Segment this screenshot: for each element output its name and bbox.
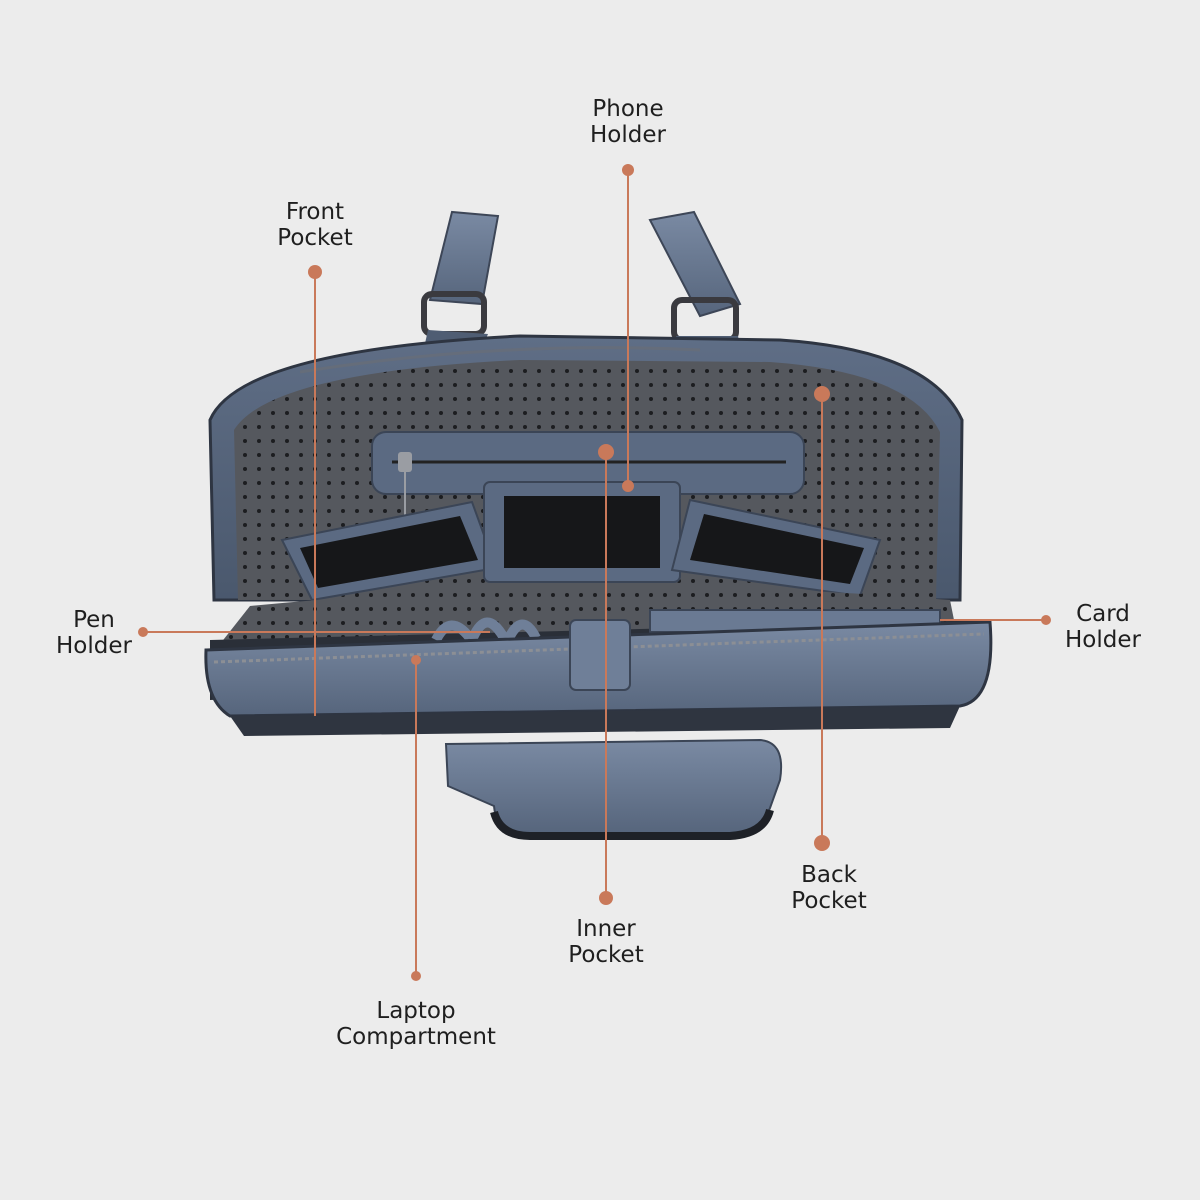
- inner-pocket-top-dot: [598, 444, 614, 460]
- inner-pocket-label-line2: Pocket: [568, 942, 644, 968]
- inner-zip-pocket: [371, 431, 805, 515]
- laptop-compartment-dot: [411, 971, 421, 981]
- inner-pocket-dot: [599, 891, 613, 905]
- laptop-compartment-label-line2: Compartment: [336, 1024, 496, 1050]
- back-pocket-label-line2: Pocket: [791, 888, 867, 914]
- back-pocket-label: Back Pocket: [791, 862, 866, 914]
- laptop-compartment-label: Laptop Compartment: [336, 998, 496, 1050]
- phone-holder-label-line1: Phone: [592, 96, 664, 122]
- pen-holder-dot: [138, 627, 148, 637]
- laptop-compartment-top-dot: [411, 655, 421, 665]
- front-pocket-dot: [308, 265, 322, 279]
- front-body: [204, 619, 993, 736]
- phone-holder-end-dot: [622, 480, 634, 492]
- back-pocket-dot: [814, 835, 830, 851]
- inner-pocket-label-line1: Inner: [576, 916, 636, 942]
- top-handle-left: [421, 210, 500, 352]
- front-pocket-label-line2: Pocket: [277, 225, 353, 251]
- pen-holder-label-line1: Pen: [73, 607, 115, 633]
- bottom-handle: [444, 738, 782, 840]
- organizer-slots: [280, 481, 882, 602]
- pen-loops: [431, 617, 541, 643]
- card-holder-label: Card Holder: [1065, 601, 1141, 653]
- top-handle-right: [648, 210, 742, 354]
- leader-lines: [143, 170, 1046, 976]
- pen-holder-label: Pen Holder: [56, 607, 132, 659]
- card-holder-label-line2: Holder: [1065, 627, 1141, 653]
- phone-holder-dot: [622, 164, 634, 176]
- back-pocket-top-dot: [814, 386, 830, 402]
- inner-pocket-label: Inner Pocket: [568, 916, 643, 968]
- phone-holder-label-line2: Holder: [590, 122, 666, 148]
- front-pocket-label-line1: Front: [285, 199, 345, 225]
- leader-dots: [138, 164, 1051, 981]
- phone-holder-label: Phone Holder: [590, 96, 666, 148]
- pen-holder-label-line2: Holder: [56, 633, 132, 659]
- card-holder-label-line1: Card: [1076, 601, 1130, 627]
- front-pocket-label: Front Pocket: [277, 199, 352, 251]
- back-pocket-label-line1: Back: [801, 862, 857, 888]
- card-holder-dot: [1041, 615, 1051, 625]
- laptop-compartment-label-line1: Laptop: [376, 998, 456, 1024]
